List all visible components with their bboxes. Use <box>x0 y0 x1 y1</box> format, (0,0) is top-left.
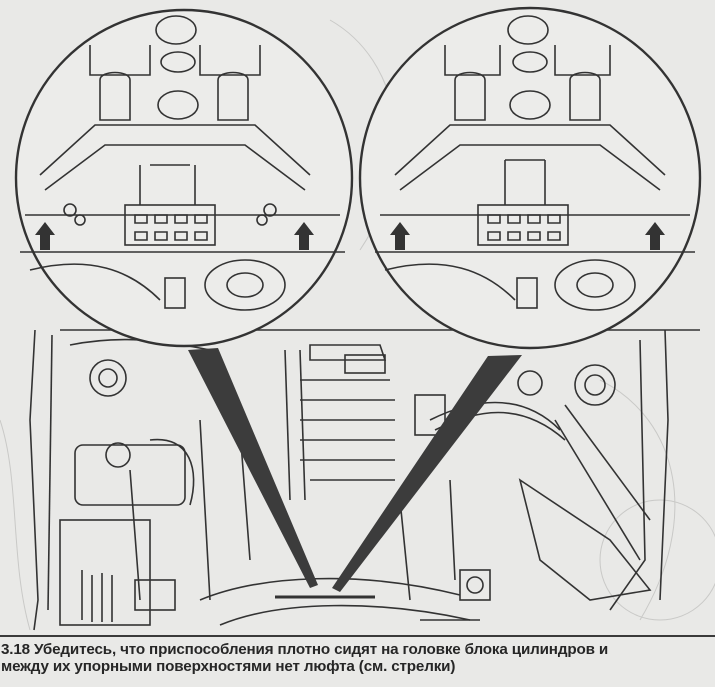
arrow-up-icon <box>390 222 410 250</box>
arrow-up-icon <box>35 222 55 250</box>
arrow-up-icon <box>645 222 665 250</box>
right-inset-circle <box>358 6 702 350</box>
caption-divider <box>0 635 715 637</box>
figure-number: 3.18 <box>1 641 30 658</box>
caption-line-2: между их упорными поверхностями нет люфт… <box>1 658 456 675</box>
caption-text-1: Убедитесь, что приспособления плотно сид… <box>33 641 609 658</box>
right-inset-arrows <box>390 222 665 250</box>
arrow-up-icon <box>294 222 314 250</box>
pointer-wedges <box>188 348 522 592</box>
engine-diagram <box>0 6 715 631</box>
engine-bay <box>29 329 700 631</box>
left-inset-circle <box>14 8 354 348</box>
left-inset-arrows <box>35 222 314 250</box>
